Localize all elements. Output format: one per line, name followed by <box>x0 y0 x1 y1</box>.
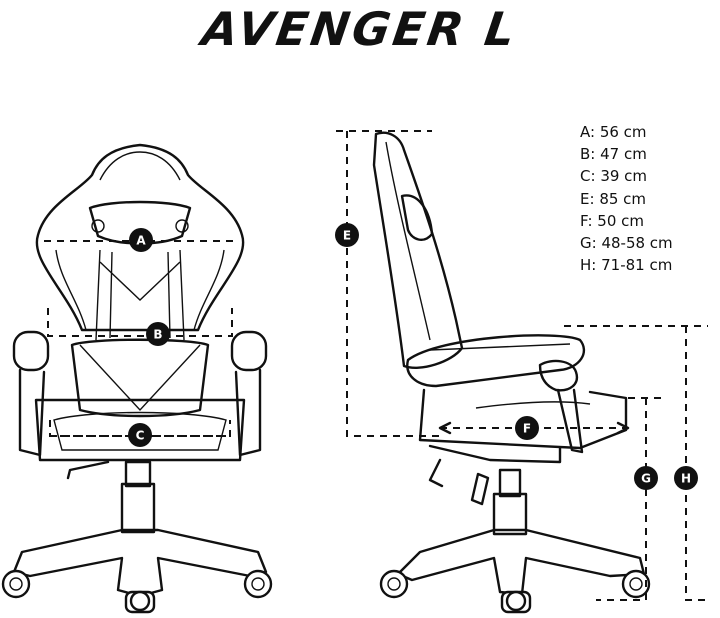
svg-text:B: B <box>153 328 162 342</box>
spec-value: 50 cm <box>597 211 645 230</box>
side-backrest <box>372 131 464 369</box>
side-gas-lift <box>498 468 522 498</box>
front-seat <box>34 398 246 462</box>
front-view <box>1 143 273 614</box>
svg-text:G: G <box>641 472 651 486</box>
spec-label: F <box>580 211 588 230</box>
marker-a: A <box>129 228 153 252</box>
spec-separator: : <box>590 167 601 186</box>
svg-text:F: F <box>523 422 531 436</box>
product-title: AVENGER L <box>198 2 522 56</box>
dim-g-line <box>596 397 664 601</box>
side-base <box>396 528 646 596</box>
front-lumbar <box>70 338 210 418</box>
spec-item-a: A: 56 cm <box>580 121 673 143</box>
spec-value: 47 cm <box>600 145 647 164</box>
svg-text:H: H <box>681 472 691 486</box>
spec-item-g: G: 48-58 cm <box>580 232 673 254</box>
marker-e: E <box>335 223 359 247</box>
spec-label: A <box>580 123 590 141</box>
spec-value: 71-81 cm <box>601 256 673 275</box>
svg-text:A: A <box>136 234 146 248</box>
front-backrest <box>35 143 245 332</box>
spec-separator: : <box>587 211 598 230</box>
spec-separator: : <box>591 256 602 275</box>
front-armrest-left <box>12 330 50 372</box>
front-caster-left <box>1 569 31 599</box>
dim-h-line <box>564 325 708 601</box>
spec-separator: : <box>590 123 600 141</box>
spec-item-h: H: 71-81 cm <box>580 254 673 276</box>
spec-item-e: E: 85 cm <box>580 188 673 210</box>
front-armrest-right <box>230 330 268 372</box>
spec-separator: : <box>591 234 602 253</box>
spec-label: C <box>580 167 591 186</box>
front-base <box>12 528 268 598</box>
spec-label: B <box>580 145 591 164</box>
spec-label: G <box>580 234 592 253</box>
spec-value: 56 cm <box>599 123 647 141</box>
side-caster-left <box>379 569 409 599</box>
dim-e-line <box>336 130 440 437</box>
spec-label: H <box>580 256 592 275</box>
marker-g: G <box>634 466 658 490</box>
spec-value: 48-58 cm <box>601 234 673 253</box>
marker-b: B <box>146 322 170 346</box>
spec-item-c: C: 39 cm <box>580 165 673 187</box>
svg-text:E: E <box>343 229 351 243</box>
side-armrest <box>538 359 579 392</box>
spec-separator: : <box>590 145 601 164</box>
marker-f: F <box>515 416 539 440</box>
spec-separator: : <box>589 189 600 208</box>
side-seat <box>406 334 586 388</box>
svg-text:C: C <box>136 429 145 443</box>
marker-c: C <box>128 423 152 447</box>
front-caster-right <box>243 569 273 599</box>
front-gas-lift <box>124 460 152 488</box>
marker-h: H <box>674 466 698 490</box>
spec-item-b: B: 47 cm <box>580 143 673 165</box>
spec-value: 39 cm <box>600 167 648 186</box>
side-caster-right <box>621 569 651 599</box>
spec-label: E <box>580 189 590 208</box>
spec-item-f: F: 50 cm <box>580 210 673 232</box>
spec-value: 85 cm <box>599 189 647 208</box>
